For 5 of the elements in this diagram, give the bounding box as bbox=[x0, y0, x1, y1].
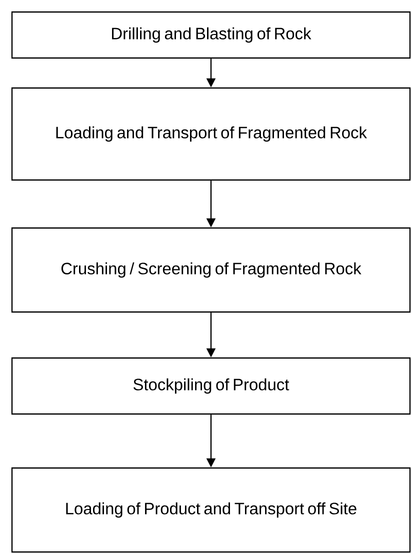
process-box: Stockpiling of Product bbox=[11, 357, 411, 415]
process-box: Drilling and Blasting of Rock bbox=[11, 11, 411, 59]
process-box: Crushing / Screening of Fragmented Rock bbox=[11, 227, 411, 313]
process-box: Loading and Transport of Fragmented Rock bbox=[11, 87, 411, 181]
process-box: Loading of Product and Transport off Site bbox=[11, 467, 411, 553]
